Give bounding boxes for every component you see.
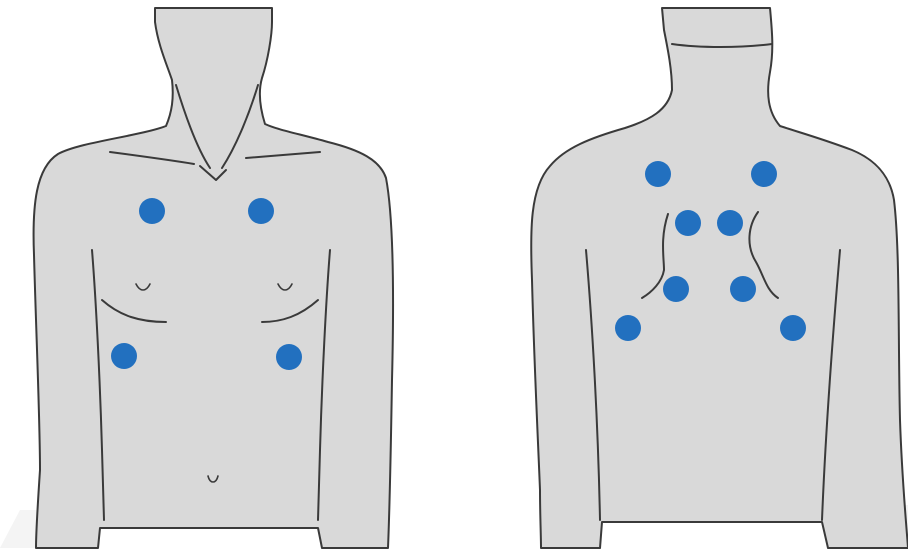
back-torso xyxy=(531,8,908,548)
back-marker-8 xyxy=(780,315,806,341)
back-marker-6 xyxy=(730,276,756,302)
front-torso xyxy=(34,8,394,548)
back-marker-5 xyxy=(663,276,689,302)
front-marker-lower-right xyxy=(111,343,137,369)
back-marker-2 xyxy=(751,161,777,187)
back-marker-3 xyxy=(675,210,701,236)
front-marker-upper-right xyxy=(139,198,165,224)
back-marker-1 xyxy=(645,161,671,187)
back-marker-4 xyxy=(717,210,743,236)
front-marker-lower-left xyxy=(276,344,302,370)
back-marker-7 xyxy=(615,315,641,341)
front-marker-upper-left xyxy=(248,198,274,224)
